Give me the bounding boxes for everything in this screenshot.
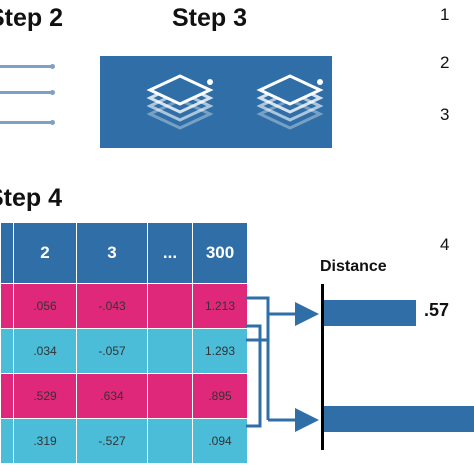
table-cell: .319 xyxy=(13,418,77,464)
step-3-box xyxy=(100,56,332,148)
column-header xyxy=(0,222,14,284)
table-cell: .034 xyxy=(13,328,77,374)
bracket-connector xyxy=(246,324,262,428)
layer-stack-icon xyxy=(256,74,324,130)
table-cell: 1.293 xyxy=(192,328,248,374)
table-cell xyxy=(147,373,193,419)
distance-bar xyxy=(324,406,474,432)
table-cell xyxy=(147,283,193,329)
distance-axis xyxy=(321,284,324,450)
connector-arrows xyxy=(246,296,319,432)
table-cell xyxy=(147,418,193,464)
table-header-row: 2 3 ... 300 xyxy=(0,222,248,284)
table-cell: .634 xyxy=(76,373,148,419)
table-row: .056 -.043 1.213 xyxy=(0,283,248,329)
table-cell: .529 xyxy=(13,373,77,419)
column-header: 3 xyxy=(76,222,148,284)
column-header: 2 xyxy=(13,222,77,284)
line-endpoint xyxy=(50,90,55,95)
table-cell: .056 xyxy=(13,283,77,329)
embedding-table: 2 3 ... 300 .056 -.043 1.213 .034 -.057 … xyxy=(0,222,248,464)
line-endpoint xyxy=(50,64,55,69)
step-number-1: 1 xyxy=(440,5,450,24)
step-2-lines xyxy=(0,62,60,132)
step-number-2: 2 xyxy=(440,53,450,72)
bracket-connector xyxy=(246,296,270,342)
table-cell xyxy=(0,283,14,329)
line-item xyxy=(0,65,52,68)
table-cell: -.057 xyxy=(76,328,148,374)
table-cell: -.527 xyxy=(76,418,148,464)
table-row: .529 .634 .895 xyxy=(0,373,248,419)
layer-stack-icon xyxy=(146,74,214,130)
table-cell: .895 xyxy=(192,373,248,419)
line-item xyxy=(0,121,52,124)
column-header: ... xyxy=(147,222,193,284)
line-item xyxy=(0,91,52,94)
step-2-title: Step 2 xyxy=(0,4,64,32)
line-endpoint xyxy=(50,120,55,125)
table-row: .034 -.057 1.293 xyxy=(0,328,248,374)
table-cell: -.043 xyxy=(76,283,148,329)
table-cell xyxy=(147,328,193,374)
table-cell xyxy=(0,328,14,374)
step-number-3: 3 xyxy=(440,105,450,124)
column-header: 300 xyxy=(192,222,248,284)
step-4-title: Step 4 xyxy=(0,184,63,212)
table-cell xyxy=(0,418,14,464)
table-cell xyxy=(0,373,14,419)
distance-bar xyxy=(324,300,416,326)
step-number-4: 4 xyxy=(440,235,450,254)
table-cell: .094 xyxy=(192,418,248,464)
table-row: .319 -.527 .094 xyxy=(0,418,248,464)
table-cell: 1.213 xyxy=(192,283,248,329)
step-3-title: Step 3 xyxy=(172,4,248,32)
distance-label: Distance xyxy=(320,258,387,275)
layer-stack-icons xyxy=(146,74,324,130)
distance-value: .57 xyxy=(424,300,450,320)
